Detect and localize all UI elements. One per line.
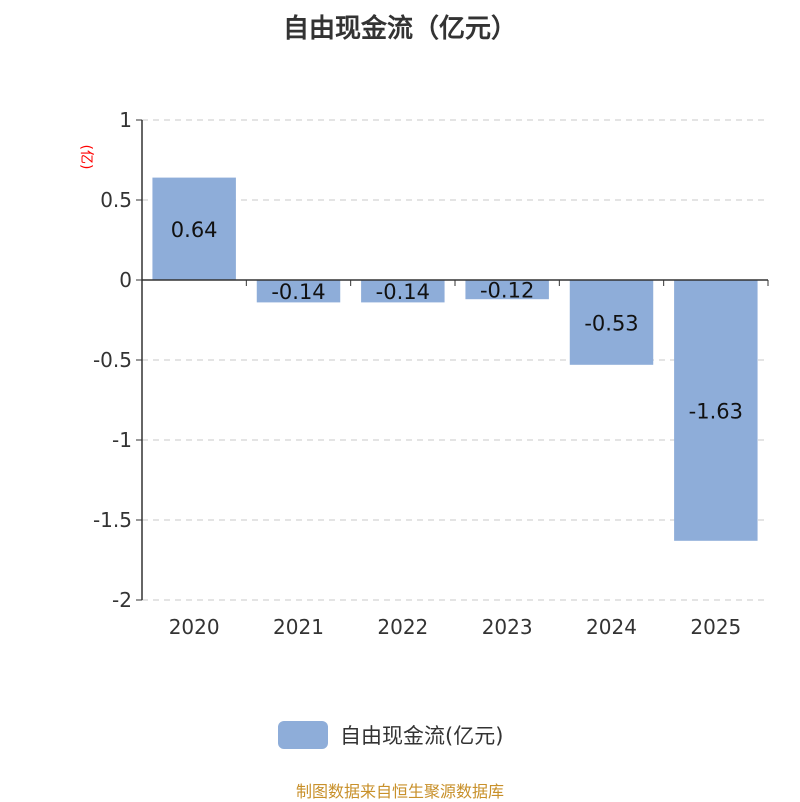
y-axis-label: (亿) (78, 145, 94, 170)
y-tick-label: 0 (119, 268, 132, 292)
data-label: 0.64 (171, 218, 218, 242)
data-label: -0.53 (584, 311, 638, 335)
y-tick-label: -1 (112, 428, 132, 452)
bar-2021 (256, 280, 341, 303)
data-label: -1.63 (689, 399, 743, 423)
chart-title: 自由现金流（亿元） (282, 14, 517, 44)
x-tick-label: 2021 (273, 615, 324, 639)
bar-2024 (569, 280, 654, 365)
legend[interactable]: 自由现金流(亿元) (278, 720, 503, 750)
data-label: -0.14 (376, 280, 430, 304)
data-label: -0.14 (271, 280, 325, 304)
data-label: -0.12 (480, 279, 534, 303)
x-tick-label: 2020 (169, 615, 220, 639)
source-note: 制图数据来自恒生聚源数据库 (295, 782, 504, 801)
y-tick-label: 1 (119, 108, 132, 132)
x-tick-label: 2023 (482, 615, 533, 639)
legend-swatch (278, 721, 328, 749)
bar-2025 (674, 280, 758, 541)
bar-2022 (361, 280, 445, 303)
y-tick-label: -2 (112, 588, 132, 612)
y-tick-label: -1.5 (93, 508, 132, 532)
x-tick-label: 2025 (690, 615, 741, 639)
x-tick-label: 2022 (377, 615, 428, 639)
legend-label: 自由现金流(亿元) (340, 724, 504, 748)
y-tick-label: -0.5 (93, 348, 132, 372)
x-tick-label: 2024 (586, 615, 637, 639)
y-tick-label: 0.5 (100, 188, 132, 212)
bar-2020 (152, 177, 236, 280)
bar-2023 (465, 280, 549, 300)
